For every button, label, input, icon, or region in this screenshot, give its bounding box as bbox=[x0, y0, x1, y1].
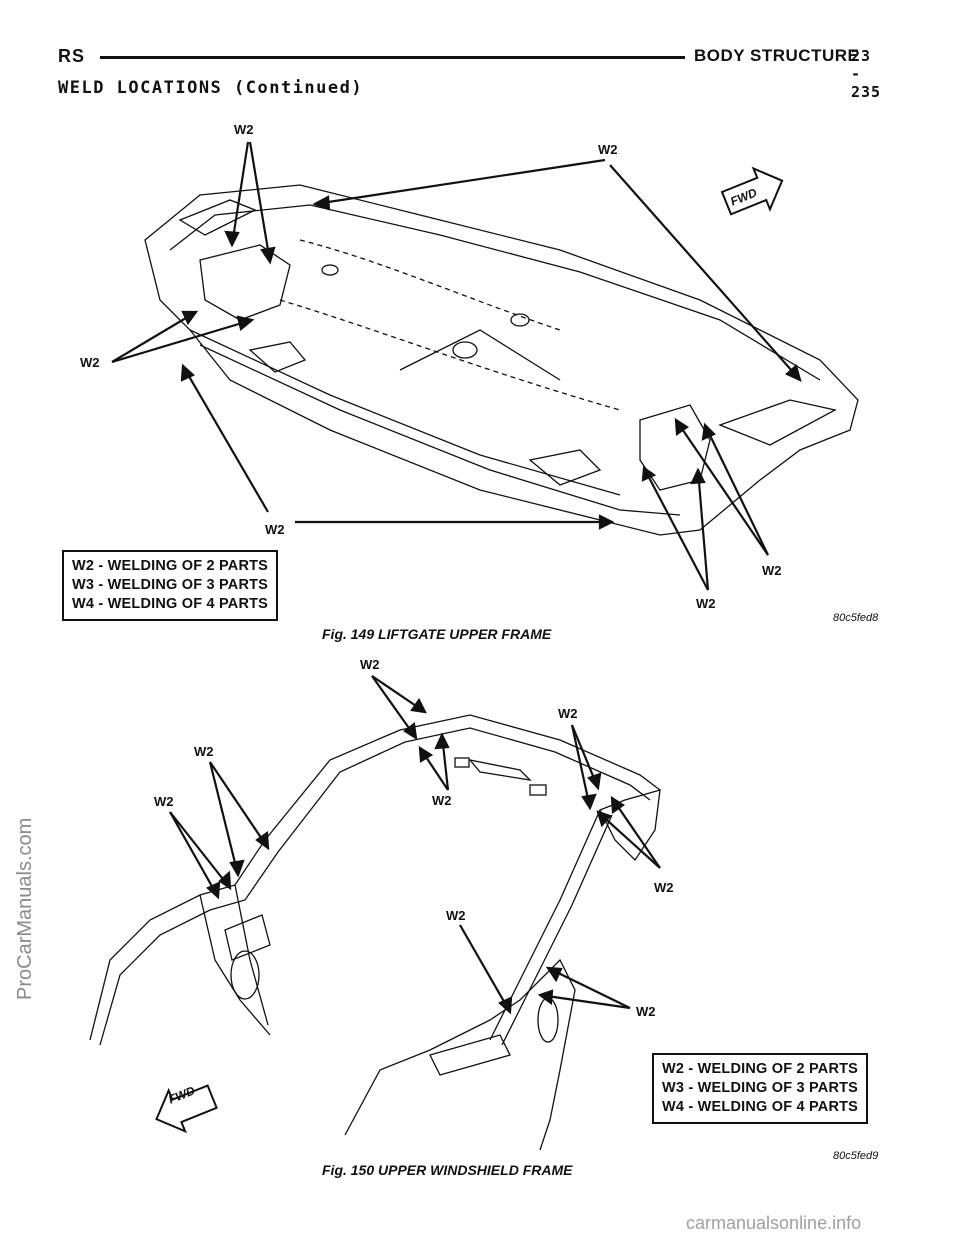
fig149-callout-w2-bottom: W2 bbox=[265, 522, 285, 537]
header-page-number: 23 - 235 bbox=[851, 47, 882, 101]
fig149-caption: Fig. 149 LIFTGATE UPPER FRAME bbox=[322, 626, 552, 642]
fig150-callout-w2-header-center: W2 bbox=[432, 793, 452, 808]
legend-item: W3 - WELDING OF 3 PARTS bbox=[72, 577, 269, 593]
fig149-callout-w2-left: W2 bbox=[80, 355, 100, 370]
fig149-callout-w2-bottom-right-b: W2 bbox=[696, 596, 716, 611]
figure-149-illustration bbox=[111, 141, 859, 591]
fig150-callout-w2-left-lower: W2 bbox=[154, 794, 174, 809]
page-header: RS BODY STRUCTURE 23 - 235 bbox=[58, 46, 880, 101]
fig150-callout-w2-right-pillar: W2 bbox=[654, 880, 674, 895]
footer-watermark: carmanualsonline.info bbox=[686, 1213, 862, 1233]
header-section-name: BODY STRUCTURE bbox=[694, 46, 860, 65]
fig150-legend: W2 - WELDING OF 2 PARTS W3 - WELDING OF … bbox=[652, 1053, 869, 1124]
legend-item: W2 - WELDING OF 2 PARTS bbox=[662, 1061, 859, 1077]
fig149-callout-w2-top: W2 bbox=[234, 122, 254, 137]
fig149-code: 80c5fed8 bbox=[833, 612, 879, 624]
legend-item: W3 - WELDING OF 3 PARTS bbox=[662, 1080, 859, 1096]
section-title: WELD LOCATIONS (Continued) bbox=[58, 78, 364, 98]
fig149-callout-w2-bottom-right-a: W2 bbox=[762, 563, 782, 578]
legend-item: W4 - WELDING OF 4 PARTS bbox=[662, 1099, 859, 1115]
fig149-legend: W2 - WELDING OF 2 PARTS W3 - WELDING OF … bbox=[62, 550, 279, 621]
fig149-callout-w2-top-right: W2 bbox=[598, 142, 618, 157]
fig150-callout-w2-left-upper: W2 bbox=[194, 744, 214, 759]
fig150-callout-w2-pillar-side: W2 bbox=[636, 1004, 656, 1019]
header-rule bbox=[100, 56, 685, 59]
header-left-label: RS bbox=[58, 46, 86, 66]
legend-item: W4 - WELDING OF 4 PARTS bbox=[72, 596, 269, 612]
side-watermark: ProCarManuals.com bbox=[6, 650, 36, 1010]
side-watermark-text: ProCarManuals.com bbox=[14, 817, 36, 1000]
fig150-callout-w2-pillar-base: W2 bbox=[446, 908, 466, 923]
figure-150-illustration bbox=[89, 675, 661, 1151]
fig150-callout-w2-header-left: W2 bbox=[360, 657, 380, 672]
fig150-caption: Fig. 150 UPPER WINDSHIELD FRAME bbox=[322, 1162, 573, 1178]
fig150-code: 80c5fed9 bbox=[833, 1150, 879, 1162]
fig150-callout-w2-header-right: W2 bbox=[558, 706, 578, 721]
legend-item: W2 - WELDING OF 2 PARTS bbox=[72, 558, 269, 574]
